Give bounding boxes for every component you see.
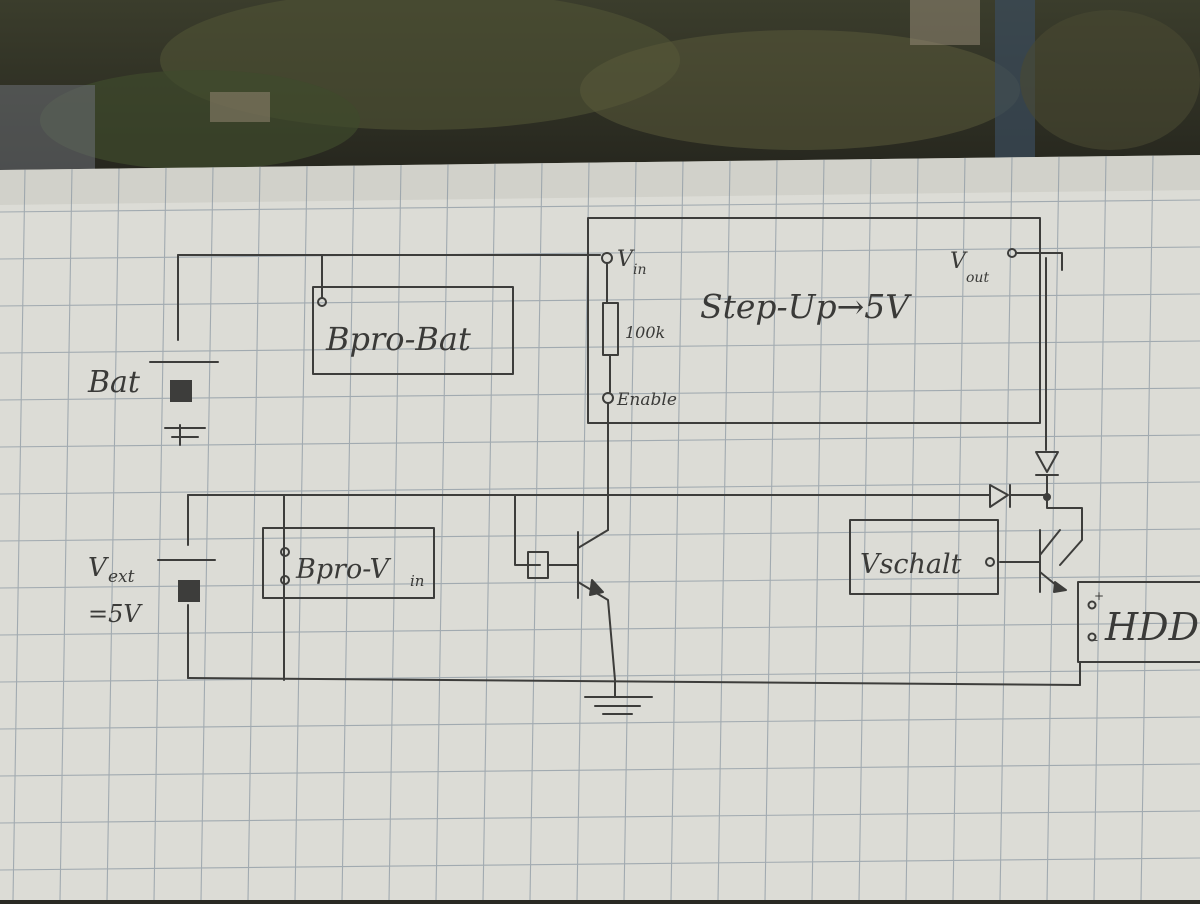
vext-sub: ext [108, 567, 135, 587]
grid-line-vertical [952, 157, 966, 901]
battery-cell [170, 380, 192, 402]
background-photo [0, 0, 1200, 200]
graph-paper [0, 155, 1200, 901]
car-shape [0, 85, 95, 175]
bpro-vin-label: Bpro-V [295, 554, 391, 585]
stepup-title: Step-Up→5V [700, 287, 912, 326]
grid-line-horizontal [0, 669, 1200, 683]
vout-sub: out [966, 270, 989, 286]
grid-line-horizontal [0, 434, 1200, 448]
grid-line-vertical [247, 166, 261, 901]
hdd-minus: - [1094, 633, 1098, 647]
grid-line-horizontal [0, 387, 1200, 401]
grid-line-horizontal [0, 763, 1200, 777]
grid-line-horizontal [0, 199, 1200, 213]
grid-line-horizontal [0, 293, 1200, 307]
grid-line-vertical [106, 168, 120, 901]
grid-line-horizontal [0, 340, 1200, 354]
grid-line-vertical [1140, 155, 1154, 901]
grid-line-vertical [670, 161, 684, 901]
vext-value: =5V [88, 600, 143, 628]
grid-line-vertical [764, 160, 778, 901]
vext-label: V [88, 553, 109, 583]
vin-label: V [617, 247, 635, 272]
grid-line-vertical [717, 160, 731, 901]
vschalt-box [849, 519, 999, 595]
resistor-label: 100k [625, 323, 665, 342]
circuit-lines [149, 217, 1200, 715]
grid-line-vertical [529, 163, 543, 901]
grid-line-vertical [59, 169, 73, 901]
grid-line-vertical [811, 159, 825, 901]
grid-line-vertical [858, 159, 872, 901]
grid-line-vertical [294, 166, 308, 901]
vout-label: V [950, 249, 968, 274]
diode-down [1035, 451, 1059, 473]
bpro-bat-label: Bpro-Bat [325, 320, 471, 358]
grid-line-vertical [1046, 156, 1060, 901]
grid-line-vertical [1093, 156, 1107, 901]
enable-label: Enable [616, 390, 677, 410]
grid-line-vertical [200, 167, 214, 901]
grid-line-vertical [999, 157, 1013, 901]
bpro-vin-sub: in [410, 572, 424, 590]
grid-line-horizontal [0, 857, 1200, 871]
vin-sub: in [633, 262, 647, 278]
grid-line-horizontal [0, 622, 1200, 636]
vschalt-label: Vschalt [860, 549, 962, 580]
vext-cell [178, 580, 200, 602]
grid-line-horizontal [0, 716, 1200, 730]
diode-right [989, 484, 1009, 508]
grid-line-vertical [905, 158, 919, 901]
battery-label: Bat [87, 365, 141, 400]
hdd-plus: + [1094, 589, 1104, 603]
stepup-box [587, 217, 1041, 424]
grid-line-vertical [153, 167, 167, 901]
grid-line-vertical [12, 169, 26, 901]
hdd-box [1077, 581, 1200, 663]
bpro-bat-box [312, 286, 514, 375]
grid-line-vertical [623, 162, 637, 901]
hdd-label: HDD [1104, 605, 1199, 649]
grid-line-horizontal [0, 246, 1200, 260]
grid-line-horizontal [0, 810, 1200, 824]
grid-line-horizontal [0, 481, 1200, 495]
bpro-vin-box [262, 527, 435, 599]
